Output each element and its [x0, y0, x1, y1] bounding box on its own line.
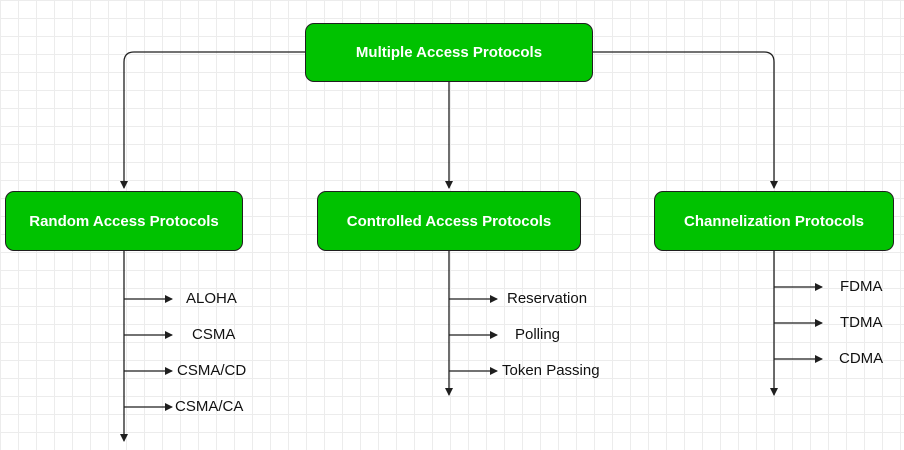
root-node: Multiple Access Protocols [305, 23, 593, 82]
leaf-aloha: ALOHA [186, 290, 237, 307]
category-node-controlled-access: Controlled Access Protocols [317, 191, 581, 251]
connector-root-to-random [120, 51, 305, 189]
leaf-csma-ca: CSMA/CA [175, 398, 244, 415]
leaf-tdma: TDMA [840, 314, 883, 331]
leaf-fdma: FDMA [840, 278, 883, 295]
connector-root-to-channelization [593, 51, 778, 189]
category-node-channelization: Channelization Protocols [654, 191, 894, 251]
leaf-cdma: CDMA [839, 350, 884, 367]
leaf-polling: Polling [515, 326, 561, 343]
leaf-reservation: Reservation [507, 290, 588, 307]
leaf-token-passing: Token Passing [502, 362, 600, 379]
leaf-csma: CSMA [192, 326, 236, 343]
category-node-random-access: Random Access Protocols [5, 191, 243, 251]
leaf-csma-cd: CSMA/CD [177, 362, 247, 379]
